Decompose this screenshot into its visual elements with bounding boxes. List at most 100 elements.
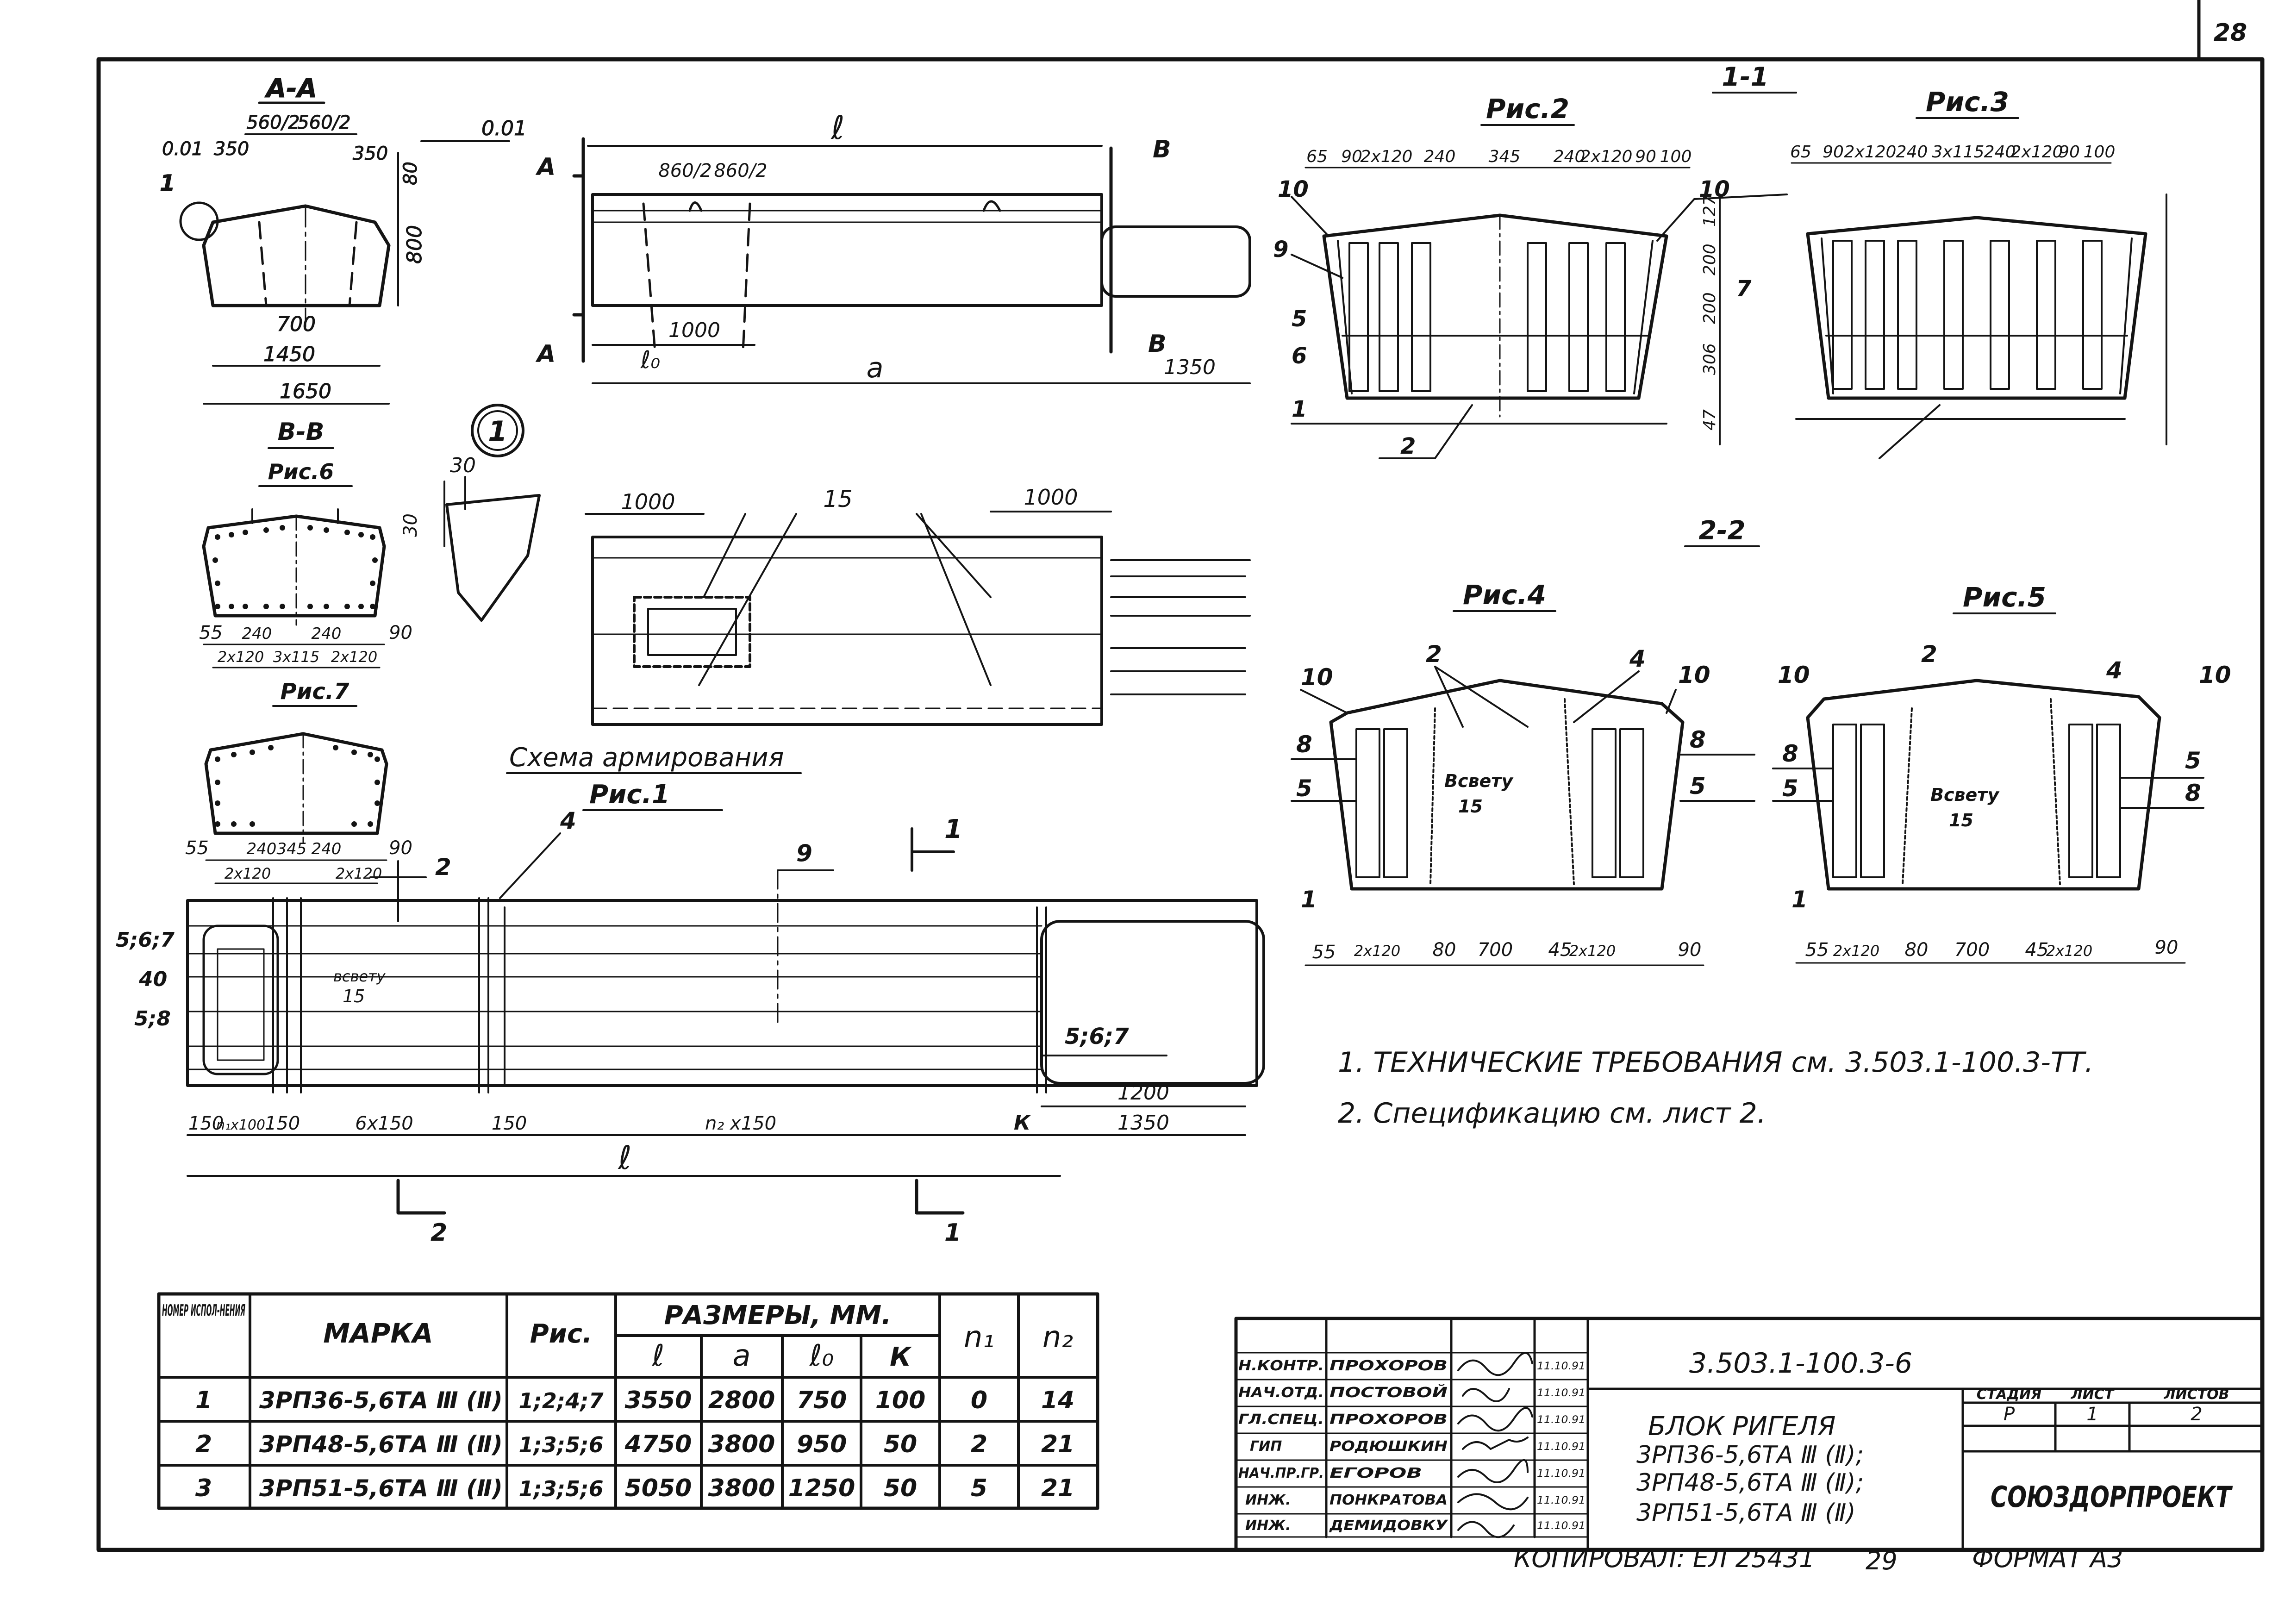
svg-text:НОМЕР ИСПОЛ-НЕНИЯ: НОМЕР ИСПОЛ-НЕНИЯ — [162, 1301, 245, 1320]
svg-text:5: 5 — [1690, 773, 1706, 800]
svg-text:11.10.91: 11.10.91 — [1537, 1495, 1585, 1506]
format: ФОРМАТ А3 — [1972, 1544, 2123, 1573]
svg-text:1;3;5;6: 1;3;5;6 — [518, 1432, 603, 1457]
svg-text:ЕГОРОВ: ЕГОРОВ — [1329, 1465, 1422, 1481]
svg-text:240: 240 — [1554, 147, 1585, 166]
svg-text:200: 200 — [1700, 292, 1719, 324]
note-2: 2. Спецификацию см. лист 2. — [1338, 1097, 1766, 1130]
svg-text:9: 9 — [1273, 237, 1288, 262]
main-view: ℓ 860/2 860/2 А А В В 1000 ℓ₀ a 1350 — [535, 109, 1251, 384]
svg-text:6: 6 — [1292, 343, 1307, 369]
svg-text:2х120: 2х120 — [1833, 942, 1879, 960]
svg-text:ГЛ.СПЕЦ.: ГЛ.СПЕЦ. — [1238, 1412, 1324, 1428]
svg-text:СТАДИЯ: СТАДИЯ — [1977, 1387, 2042, 1403]
svg-text:80: 80 — [400, 162, 421, 185]
svg-text:240: 240 — [312, 625, 342, 643]
svg-text:2х120: 2х120 — [1580, 147, 1633, 166]
svg-text:55: 55 — [185, 837, 209, 859]
svg-text:1000: 1000 — [1024, 485, 1078, 510]
svg-text:2х120: 2х120 — [2011, 143, 2063, 162]
svg-text:240: 240 — [1984, 143, 2016, 162]
svg-text:5;6;7: 5;6;7 — [1065, 1024, 1129, 1049]
svg-text:3РП51-5,6ТА Ⅲ (Ⅱ): 3РП51-5,6ТА Ⅲ (Ⅱ) — [259, 1475, 503, 1502]
svg-text:1: 1 — [488, 415, 507, 448]
svg-text:700: 700 — [1478, 939, 1513, 961]
svg-text:Схема армирования: Схема армирования — [509, 743, 784, 773]
svg-text:10: 10 — [1678, 662, 1710, 688]
svg-text:10: 10 — [1301, 664, 1333, 691]
svg-text:5: 5 — [971, 1474, 987, 1502]
frame: 28 — [96, 0, 2265, 1552]
svg-text:РАЗМЕРЫ, ММ.: РАЗМЕРЫ, ММ. — [664, 1300, 892, 1330]
svg-text:В: В — [1153, 136, 1171, 163]
svg-text:ℓ: ℓ — [618, 1139, 632, 1177]
svg-text:10: 10 — [2199, 662, 2231, 688]
plan-view: 1000 1000 15 — [585, 485, 1251, 726]
svg-text:МАРКА: МАРКА — [323, 1318, 433, 1349]
svg-text:ПРОХОРОВ: ПРОХОРОВ — [1329, 1358, 1448, 1374]
svg-text:2х120: 2х120 — [336, 865, 382, 882]
svg-text:90: 90 — [2059, 143, 2080, 162]
svg-text:ЛИСТОВ: ЛИСТОВ — [2164, 1387, 2229, 1403]
svg-text:В-В: В-В — [278, 418, 325, 446]
svg-text:3РП51-5,6ТА Ⅲ (Ⅱ): 3РП51-5,6ТА Ⅲ (Ⅱ) — [1636, 1499, 1856, 1527]
svg-text:5: 5 — [1782, 775, 1798, 802]
svg-text:2х120: 2х120 — [331, 648, 377, 666]
svg-text:10: 10 — [1778, 662, 1810, 688]
svg-text:2х120: 2х120 — [2046, 942, 2092, 960]
svg-text:860/2: 860/2 — [714, 160, 767, 181]
section-22: 2-2 Рис.4 Рис.5 10 2 4 10 8 5 Всве — [1291, 516, 2231, 966]
svg-text:1-1: 1-1 — [1722, 62, 1768, 92]
svg-text:3: 3 — [195, 1474, 212, 1502]
svg-text:4: 4 — [1629, 645, 1646, 672]
svg-text:21: 21 — [1041, 1474, 1074, 1502]
svg-text:21: 21 — [1041, 1430, 1074, 1458]
svg-text:8: 8 — [1782, 740, 1798, 767]
svg-text:9: 9 — [796, 840, 812, 867]
svg-text:К: К — [890, 1342, 912, 1372]
svg-text:100: 100 — [2084, 143, 2116, 162]
svg-text:65: 65 — [1306, 147, 1328, 166]
svg-text:n₂ х150: n₂ х150 — [705, 1113, 776, 1134]
svg-text:Р: Р — [2004, 1404, 2015, 1425]
svg-text:1: 1 — [1292, 396, 1307, 422]
svg-text:2х120: 2х120 — [1354, 942, 1400, 960]
svg-text:2: 2 — [2191, 1404, 2202, 1425]
svg-text:1350: 1350 — [1117, 1111, 1169, 1135]
svg-text:11.10.91: 11.10.91 — [1537, 1361, 1585, 1372]
svg-text:5;6;7: 5;6;7 — [116, 928, 175, 952]
svg-text:РОДЮШКИН: РОДЮШКИН — [1329, 1438, 1448, 1455]
svg-text:11.10.91: 11.10.91 — [1537, 1387, 1585, 1399]
svg-text:2: 2 — [1921, 641, 1937, 668]
svg-text:7: 7 — [1736, 276, 1752, 302]
svg-text:0: 0 — [971, 1387, 987, 1414]
svg-text:1: 1 — [1301, 886, 1317, 913]
svg-text:800: 800 — [403, 225, 426, 264]
svg-text:0.01: 0.01 — [162, 138, 203, 160]
svg-text:240: 240 — [1424, 147, 1456, 166]
section-11: 1-1 Рис.2 Рис.3 65 90 2х120 240 345 240 … — [1273, 62, 2167, 459]
organization: СОЮЗДОРПРОЕКТ — [1991, 1480, 2233, 1514]
svg-text:2х120: 2х120 — [1844, 143, 1897, 162]
svg-text:ЛИСТ: ЛИСТ — [2071, 1387, 2115, 1403]
title-block: Н.КОНТР. НАЧ.ОТД. ГЛ.СПЕЦ. ГИП НАЧ.ПР.ГР… — [1234, 1317, 2264, 1575]
fig-7: Рис.7 55 240 345 240 90 2х120 2х120 — [185, 679, 412, 884]
svg-text:Рис.3: Рис.3 — [1926, 86, 2009, 118]
svg-text:ПОНКРАТОВА: ПОНКРАТОВА — [1329, 1492, 1448, 1508]
svg-text:5050: 5050 — [625, 1474, 692, 1502]
svg-text:В: В — [1148, 330, 1167, 358]
callout-1: 1 — [160, 170, 175, 196]
svg-text:2-2: 2-2 — [1698, 516, 1745, 546]
svg-text:750: 750 — [797, 1387, 847, 1414]
svg-text:1;2;4;7: 1;2;4;7 — [518, 1388, 603, 1413]
svg-text:90: 90 — [1678, 939, 1702, 961]
svg-text:11.10.91: 11.10.91 — [1537, 1520, 1585, 1532]
doc-code: 3.503.1-100.3-6 — [1689, 1347, 1912, 1380]
svg-text:0.01: 0.01 — [481, 117, 527, 140]
svg-text:90: 90 — [1635, 147, 1656, 166]
svg-text:2: 2 — [1426, 641, 1442, 668]
signatures — [1457, 1352, 1533, 1538]
svg-text:45: 45 — [2025, 939, 2049, 961]
svg-text:1: 1 — [944, 1219, 961, 1247]
svg-text:90: 90 — [389, 837, 412, 859]
